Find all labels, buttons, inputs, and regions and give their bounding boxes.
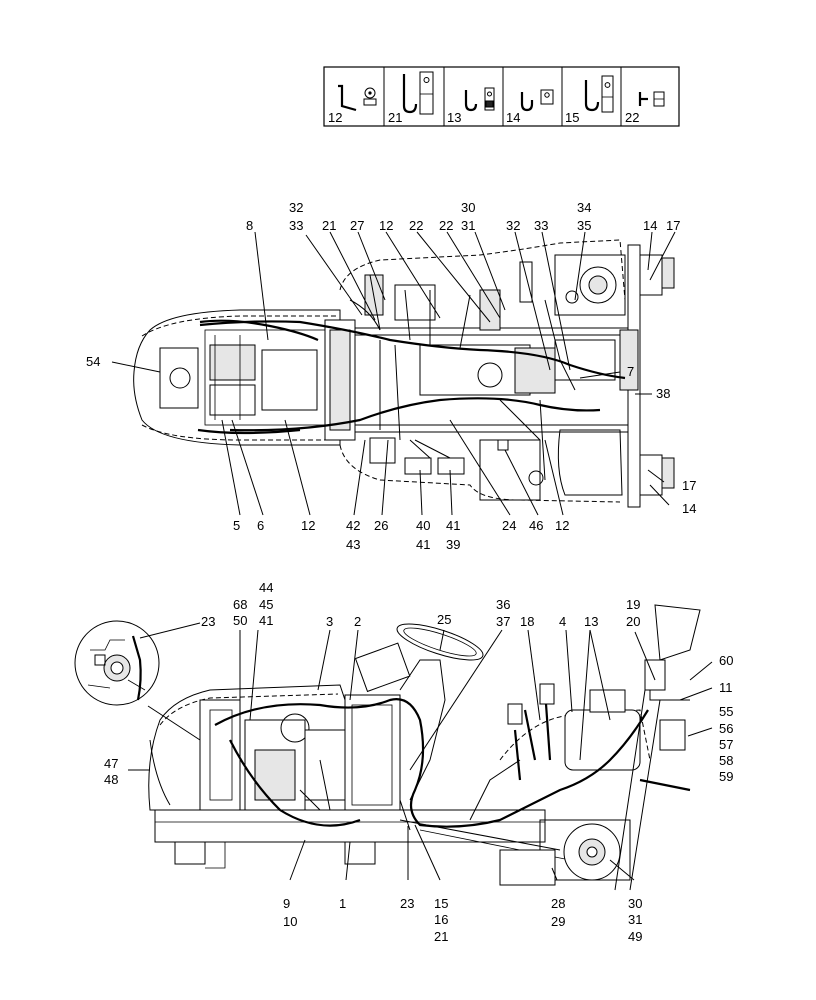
callout-label: 3: [326, 614, 333, 629]
callout-label: 17: [666, 218, 680, 233]
callout-label: 22: [439, 218, 453, 233]
side-view-drawing: [74, 604, 701, 891]
callout-label: 47: [104, 756, 118, 771]
callout-label: 35: [577, 218, 591, 233]
callout-label: 60: [719, 653, 733, 668]
callout-label: 54: [86, 354, 100, 369]
callout-label: 48: [104, 772, 118, 787]
callout-label: 23: [400, 896, 414, 911]
key-label: 21: [388, 110, 402, 125]
callout-label: 14: [643, 218, 657, 233]
callout-label: 12: [379, 218, 393, 233]
callout-label: 33: [289, 218, 303, 233]
callout-label: 37: [496, 614, 510, 629]
callout-label: 68: [233, 597, 247, 612]
callout-label: 24: [502, 518, 516, 533]
callout-label: 31: [461, 218, 475, 233]
callout-label: 34: [577, 200, 591, 215]
callout-label: 59: [719, 769, 733, 784]
callout-label: 44: [259, 580, 273, 595]
callout-label: 41: [416, 537, 430, 552]
callout-label: 20: [626, 614, 640, 629]
key-label: 14: [506, 110, 520, 125]
callout-label: 10: [283, 914, 297, 929]
clip-12-icon: [338, 84, 377, 112]
callout-label: 12: [555, 518, 569, 533]
callout-label: 14: [682, 501, 696, 516]
top-view-drawing: [133, 239, 675, 508]
callout-label: 6: [257, 518, 264, 533]
callout-label: 39: [446, 537, 460, 552]
callout-label: 8: [246, 218, 253, 233]
callout-label: 42: [346, 518, 360, 533]
callout-label: 33: [534, 218, 548, 233]
callout-label: 41: [446, 518, 460, 533]
key-label: 13: [447, 110, 461, 125]
top-view-leader-lines: [111, 231, 676, 516]
top-view-callouts: 32 33 8 21 27 12 22 30 31 22 32 33 34 35…: [86, 200, 696, 552]
callout-label: 45: [259, 597, 273, 612]
key-label: 15: [565, 110, 579, 125]
clip-13-icon: [464, 87, 495, 112]
callout-label: 28: [551, 896, 565, 911]
callout-label: 2: [354, 614, 361, 629]
callout-label: 9: [283, 896, 290, 911]
callout-label: 21: [322, 218, 336, 233]
callout-label: 46: [529, 518, 543, 533]
callout-label: 25: [437, 612, 451, 627]
callout-label: 11: [719, 680, 733, 695]
callout-label: 12: [301, 518, 315, 533]
callout-label: 16: [434, 912, 448, 927]
key-label: 12: [328, 110, 342, 125]
clip-21-icon: [402, 71, 434, 115]
callout-label: 49: [628, 929, 642, 944]
clip-14-icon: [520, 89, 554, 112]
clip-type-key: 12 21 13 14 15 22: [323, 66, 680, 127]
callout-label: 43: [346, 537, 360, 552]
callout-label: 36: [496, 597, 510, 612]
callout-label: 32: [506, 218, 520, 233]
callout-label: 56: [719, 721, 733, 736]
callout-label: 41: [259, 613, 273, 628]
callout-label: 30: [628, 896, 642, 911]
callout-label: 38: [656, 386, 670, 401]
callout-label: 21: [434, 929, 448, 944]
clip-15-icon: [584, 75, 614, 113]
clip-22-icon: [638, 91, 665, 107]
callout-label: 15: [434, 896, 448, 911]
callout-label: 31: [628, 912, 642, 927]
callout-label: 18: [520, 614, 534, 629]
callout-label: 22: [409, 218, 423, 233]
side-view-leader-lines: [128, 622, 713, 881]
callout-label: 27: [350, 218, 364, 233]
callout-label: 1: [339, 896, 346, 911]
callout-label: 50: [233, 613, 247, 628]
callout-label: 32: [289, 200, 303, 215]
callout-label: 19: [626, 597, 640, 612]
callout-label: 57: [719, 737, 733, 752]
callout-label: 30: [461, 200, 475, 215]
callout-label: 40: [416, 518, 430, 533]
callout-label: 5: [233, 518, 240, 533]
callout-label: 13: [584, 614, 598, 629]
callout-label: 55: [719, 704, 733, 719]
key-label: 22: [625, 110, 639, 125]
callout-label: 29: [551, 914, 565, 929]
callout-label: 23: [201, 614, 215, 629]
callout-label: 17: [682, 478, 696, 493]
callout-label: 58: [719, 753, 733, 768]
callout-label: 4: [559, 614, 566, 629]
callout-label: 7: [627, 364, 634, 379]
side-view-callouts: 44 45 41 68 50 23 3 2 25 36 37 18 4 13 1…: [104, 580, 733, 944]
callout-label: 26: [374, 518, 388, 533]
